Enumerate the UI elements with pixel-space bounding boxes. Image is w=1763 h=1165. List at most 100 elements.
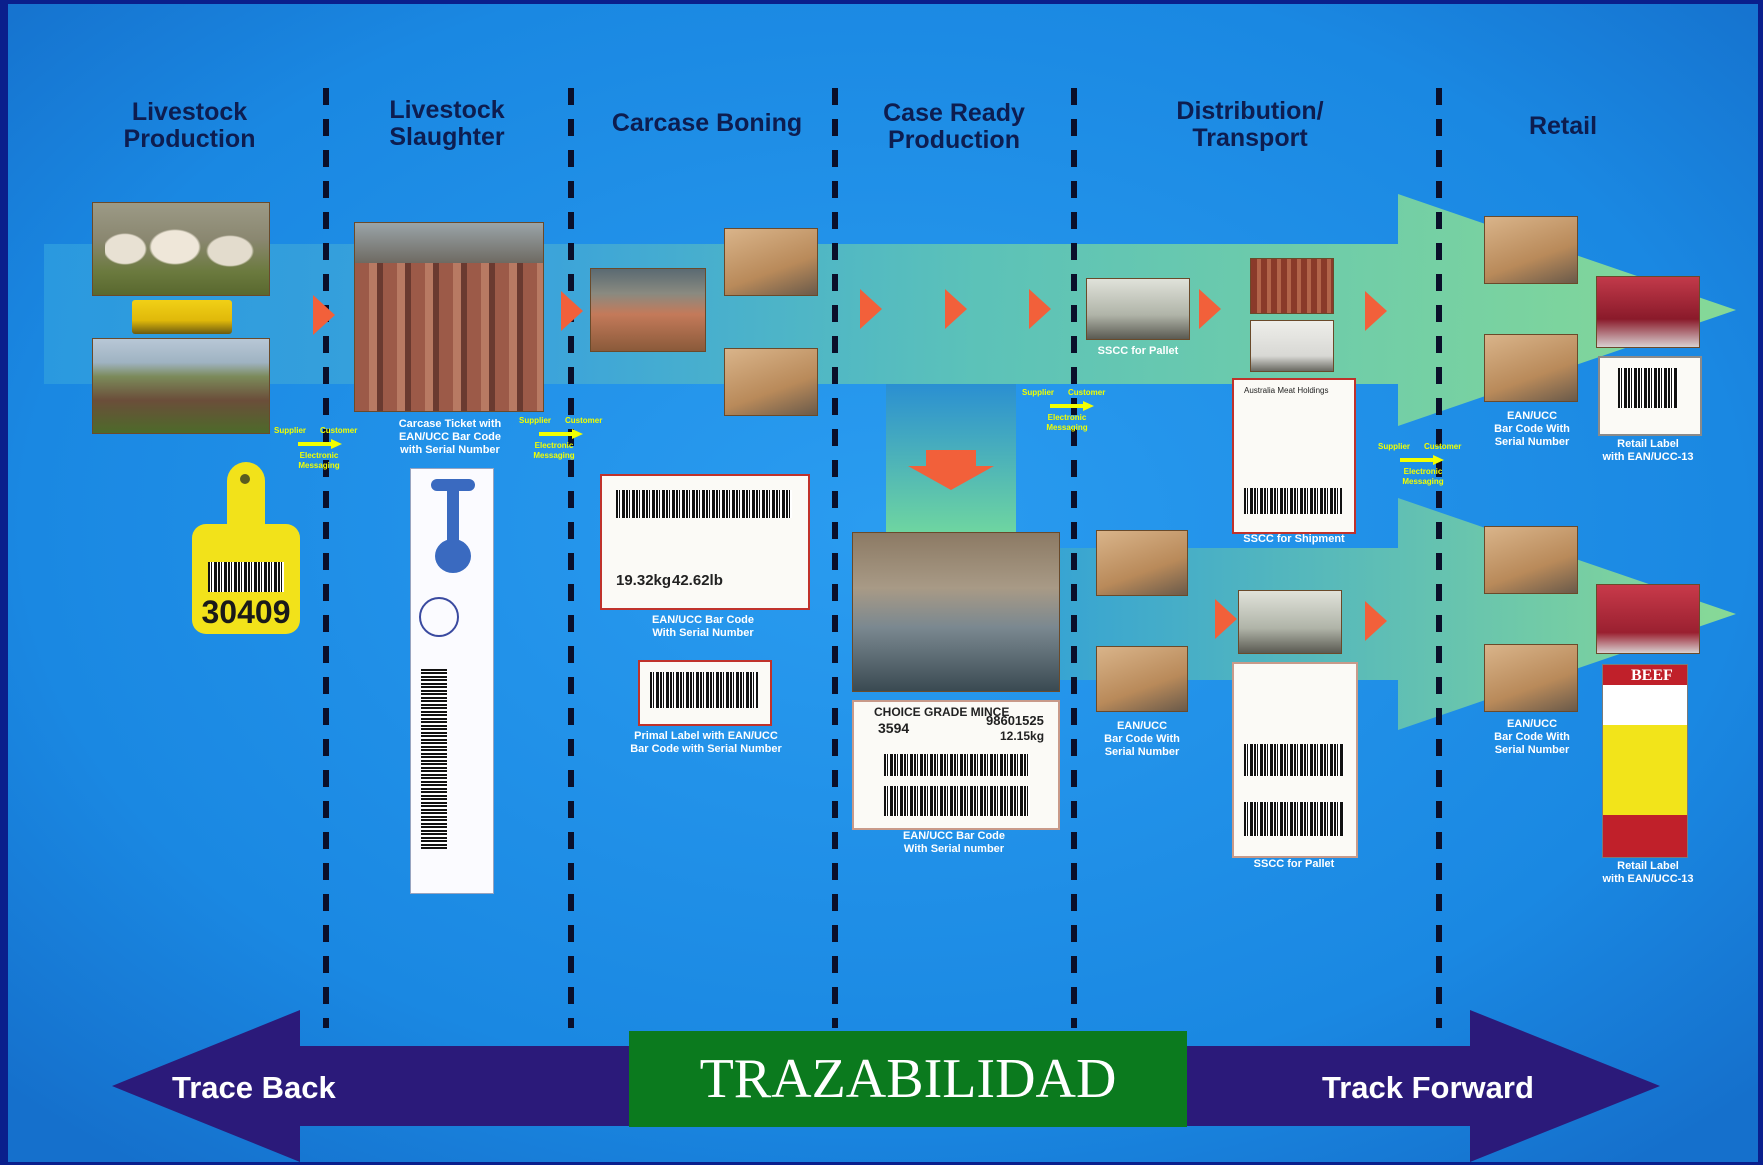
retail-label-barcode-1 (1618, 368, 1678, 408)
primal-label-barcode (650, 672, 758, 708)
retail-carton-2 (1484, 334, 1578, 402)
stage-title-case-ready-production: Case Ready Production (883, 99, 1025, 154)
primal-label (638, 660, 772, 726)
sscc-shipment-caption: SSCC for Shipment (1243, 533, 1345, 545)
customer-label: Customer (565, 416, 603, 425)
pallet-label-barcode-2 (1244, 802, 1344, 836)
feedlot-photo (92, 338, 270, 434)
carton-photo-2 (724, 348, 818, 416)
distribution-carton-2 (1096, 646, 1188, 712)
boning-label-weight-b: 42.62lb (672, 572, 723, 589)
retail-meat-photo-2 (1596, 584, 1700, 654)
process-arrow (561, 291, 583, 331)
process-arrow (1199, 289, 1221, 329)
process-arrow (1215, 599, 1237, 639)
stage-divider (1071, 88, 1077, 1028)
electronic-messaging-label: Electronic Messaging (298, 451, 340, 470)
supplier-label: Supplier (519, 416, 552, 425)
boning-label-caption: EAN/UCC Bar Code With Serial Number (651, 614, 755, 639)
process-arrow (945, 289, 967, 329)
retail-carton-4 (1484, 644, 1578, 712)
trace-back-arrow (112, 1010, 640, 1162)
case-ready-caption: EAN/UCC Bar Code With Serial number (902, 830, 1006, 855)
supplier-label: Supplier (1378, 442, 1411, 451)
track-forward-label: Track Forward (1322, 1070, 1534, 1105)
retail-price-tag: BEEF (1602, 664, 1688, 858)
messaging-arrow-icon (298, 439, 342, 449)
customer-label: Customer (1068, 388, 1106, 397)
cattle-shapes (105, 225, 255, 271)
retail-carton-3 (1484, 526, 1578, 594)
shipment-label-barcode (1244, 488, 1342, 514)
stage-title-livestock-slaughter: Livestock Slaughter (389, 96, 505, 151)
customer-label: Customer (1424, 442, 1462, 451)
messaging-arrow-icon (1400, 455, 1444, 465)
cold-store-photo (1250, 258, 1334, 314)
carcase-ticket (410, 468, 494, 894)
pallet-label-barcode-1 (1244, 744, 1344, 776)
ticket-hook-circle (435, 539, 471, 573)
sscc-shipment-label: Australia Meat Holdings (1232, 378, 1356, 534)
ticket-hook-shape (431, 479, 475, 491)
boning-label-weight-a: 19.32kg (616, 572, 672, 589)
boning-carton-label: 19.32kg 42.62lb (600, 474, 810, 610)
process-arrow (1365, 601, 1387, 641)
pallet-photo (1086, 278, 1190, 340)
retail-carton-1 (1484, 216, 1578, 284)
ceiling (355, 223, 543, 263)
retail-label-top-caption: Retail Label with EAN/UCC-13 (1602, 438, 1694, 463)
ticket-stamp (419, 597, 459, 637)
boning-label-barcode (616, 490, 792, 518)
shipment-label-company: Australia Meat Holdings (1244, 386, 1329, 395)
ticket-barcode (421, 669, 447, 849)
trazabilidad-title: TRAZABILIDAD (629, 1031, 1187, 1127)
electronic-messaging-label: Electronic Messaging (1046, 413, 1088, 432)
carcase-ticket-caption: Carcase Ticket with EAN/UCC Bar Code wit… (398, 418, 502, 456)
retail-label-1 (1598, 356, 1702, 436)
messaging-arrow-icon (539, 429, 583, 439)
electronic-messaging-label: Electronic Messaging (1402, 467, 1444, 486)
down-arrow (908, 450, 994, 490)
stage-title-retail: Retail (1528, 112, 1598, 140)
sscc-pallet-label (1232, 662, 1358, 858)
supplier-label: Supplier (274, 426, 307, 435)
case-label-left-number: 3594 (878, 720, 910, 736)
ear-tag-number: 30409 (201, 594, 291, 630)
truck-icon (132, 300, 232, 334)
messaging-2: Supplier Customer Electronic Messaging (519, 416, 602, 461)
case-label-right-number: 98601525 (986, 713, 1044, 728)
supplier-label: Supplier (1022, 388, 1055, 397)
track-forward-arrow (1180, 1010, 1660, 1162)
case-ready-label: CHOICE GRADE MINCE 3594 98601525 12.15kg (852, 700, 1060, 830)
process-arrow (313, 295, 335, 335)
stage-divider (1436, 88, 1442, 1028)
stage-divider (323, 88, 329, 1028)
messaging-3: Supplier Customer Electronic Messaging (1022, 388, 1105, 433)
stage-title-carcase-boning: Carcase Boning (611, 109, 803, 137)
case-label-barcode-1 (884, 754, 1030, 776)
sscc-pallet-top-caption: SSCC for Pallet (1097, 345, 1179, 357)
retail-meat-photo-1 (1596, 276, 1700, 348)
primal-label-caption: Primal Label with EAN/UCC Bar Code with … (630, 730, 782, 755)
retail-bar-code-top-caption: EAN/UCC Bar Code With Serial Number (1494, 410, 1570, 448)
stage-title-distribution-transport: Distribution/ Transport (1176, 97, 1324, 152)
stage-divider (832, 88, 838, 1028)
process-arrow (1365, 291, 1387, 331)
ear-tag-hole (240, 474, 250, 484)
case-ready-factory-photo (852, 532, 1060, 692)
stage-title-livestock-production: Livestock Production (123, 98, 256, 153)
sscc-pallet-bottom-caption: SSCC for Pallet (1253, 858, 1335, 870)
distribution-bar-code-caption: EAN/UCC Bar Code With Serial Number (1104, 720, 1180, 758)
refrigerated-truck-photo (1250, 320, 1334, 372)
electronic-messaging-label: Electronic Messaging (533, 441, 575, 460)
ear-tag-barcode (208, 562, 284, 592)
distribution-carton-1 (1096, 530, 1188, 596)
case-label-heading: CHOICE GRADE MINCE (874, 705, 1010, 719)
messaging-4: Supplier Customer Electronic Messaging (1378, 442, 1461, 487)
cattle-photo (92, 202, 270, 296)
retail-bar-code-bottom-caption: EAN/UCC Bar Code With Serial Number (1494, 718, 1570, 756)
ear-tag-top (227, 462, 265, 532)
stage-divider (568, 88, 574, 1028)
